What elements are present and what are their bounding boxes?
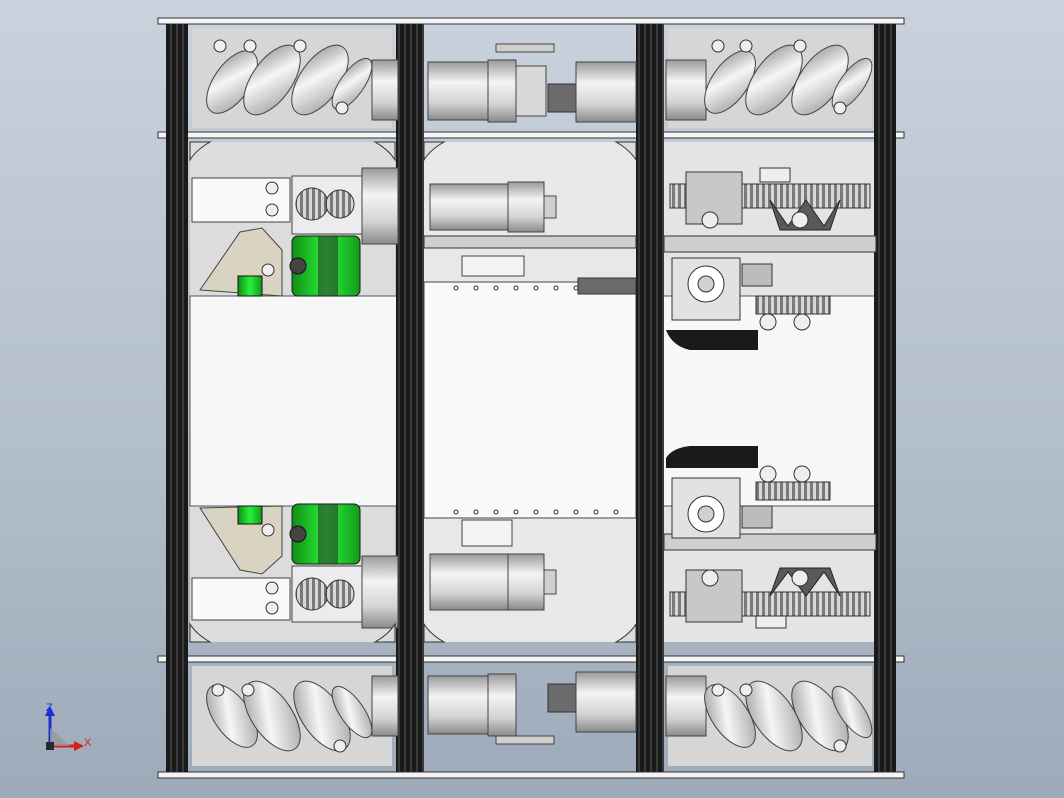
mecanum-wheel-top-right bbox=[665, 28, 873, 128]
mecanum-wheel-top-left bbox=[192, 28, 399, 128]
upper-cross-rail bbox=[157, 131, 905, 139]
drive-motor-top bbox=[427, 43, 637, 123]
lower-cross-rail bbox=[157, 655, 905, 663]
right-inner-extrusion bbox=[636, 24, 664, 772]
hole-row-bottom bbox=[453, 509, 619, 515]
right-gear-assembly-top bbox=[669, 167, 871, 231]
left-shooter-top bbox=[191, 167, 557, 297]
mecanum-wheel-bottom-left bbox=[192, 666, 399, 766]
center-bar-top bbox=[577, 277, 637, 295]
green-flywheel-bottom bbox=[237, 503, 361, 565]
center-connector-top bbox=[461, 255, 525, 277]
drive-motor-bottom bbox=[427, 671, 637, 745]
bottom-rail bbox=[157, 771, 905, 779]
center-upper-rail bbox=[423, 235, 637, 249]
right-gear-assembly-bottom bbox=[669, 567, 871, 629]
z-axis-label: Z bbox=[46, 702, 53, 714]
triad-plane bbox=[50, 728, 70, 746]
coordinate-triad: Z X bbox=[45, 702, 92, 751]
left-shooter-bottom bbox=[191, 505, 557, 629]
left-inner-extrusion bbox=[396, 24, 424, 772]
mecanum-wheel-bottom-right bbox=[665, 666, 873, 766]
left-outer-extrusion bbox=[166, 24, 188, 772]
green-flywheel-top bbox=[237, 235, 361, 297]
right-upper-rail bbox=[663, 235, 877, 253]
x-axis-label: X bbox=[84, 737, 92, 749]
battery-tray bbox=[423, 281, 637, 519]
top-rail bbox=[157, 17, 905, 25]
bay-notches bbox=[189, 141, 637, 643]
right-rotary-unit-bottom bbox=[666, 446, 831, 539]
right-outer-extrusion bbox=[874, 24, 896, 772]
triad-origin bbox=[46, 742, 54, 750]
right-rotary-unit-top bbox=[666, 257, 831, 350]
